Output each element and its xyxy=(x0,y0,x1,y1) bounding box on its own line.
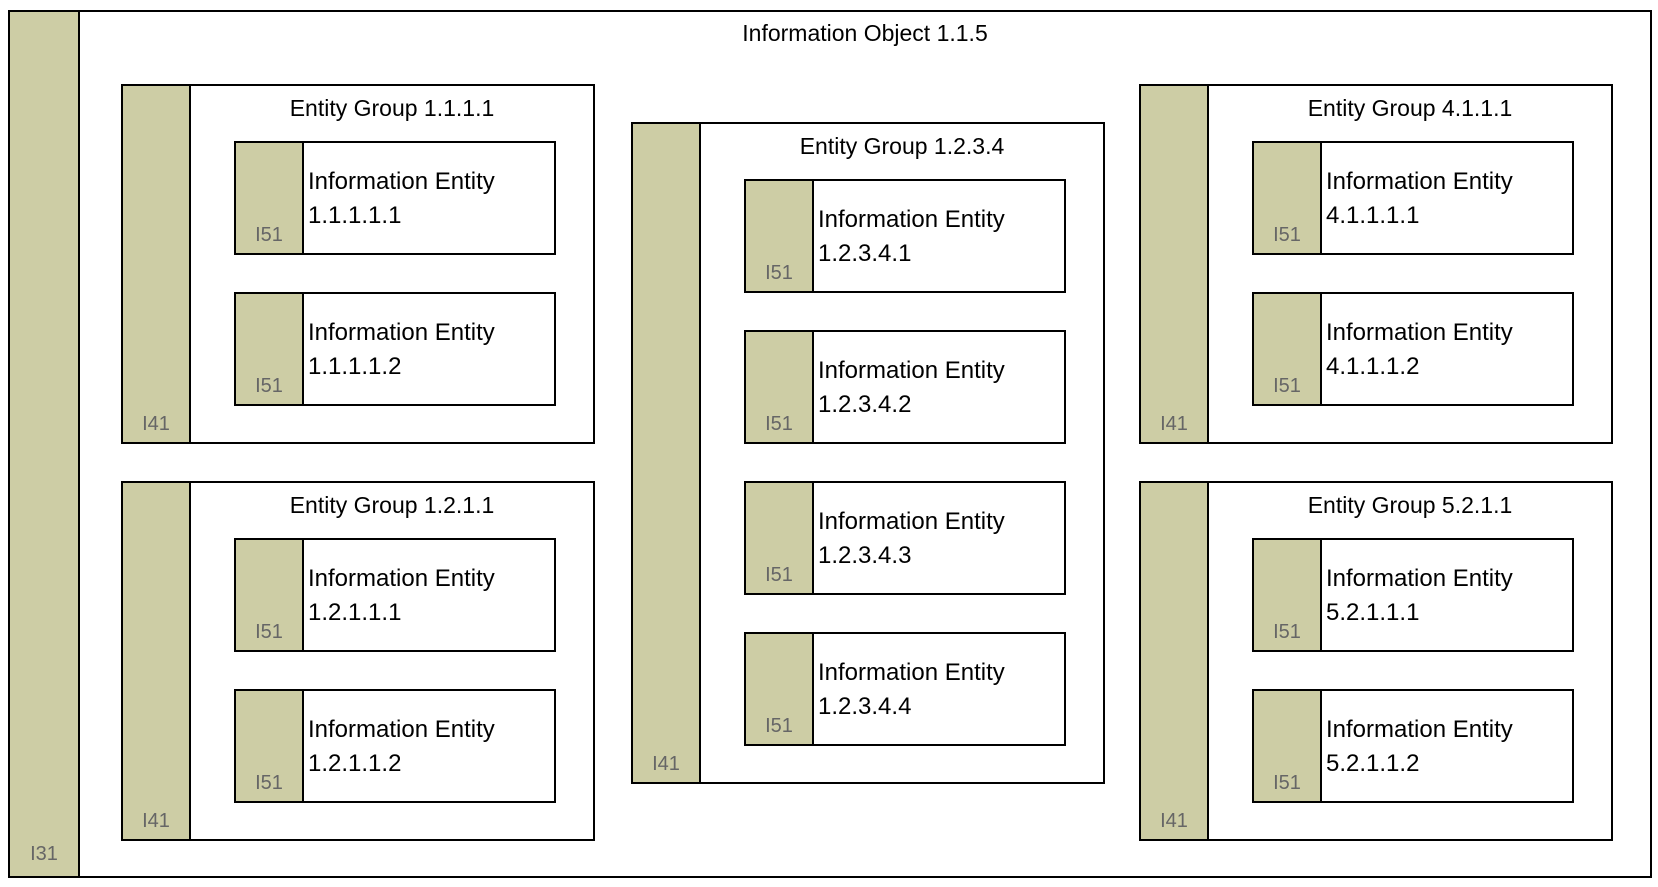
group-tag: I41 xyxy=(142,810,170,832)
entity-title: Information Entity 4.1.1.1.2 xyxy=(1326,319,1513,380)
entity-tag: I51 xyxy=(1273,621,1301,643)
group-tag: I41 xyxy=(142,413,170,435)
entity-tag: I51 xyxy=(765,715,793,737)
entity-title: Information Entity 4.1.1.1.1 xyxy=(1326,168,1513,229)
entity-strip: I51 xyxy=(746,332,814,442)
information-entity: I51 Information Entity 1.1.1.1.1 xyxy=(234,141,556,255)
entity-strip: I51 xyxy=(1254,143,1322,253)
group-title: Entity Group 1.2.3.4 xyxy=(799,133,1005,159)
information-entity: I51 Information Entity 5.2.1.1.1 xyxy=(1252,538,1574,652)
information-entity: I51 Information Entity 1.2.1.1.1 xyxy=(234,538,556,652)
entity-tag: I51 xyxy=(1273,772,1301,794)
information-entity: I51 Information Entity 1.2.1.1.2 xyxy=(234,689,556,803)
entity-title: Information Entity 1.2.1.1.1 xyxy=(308,565,495,626)
entity-tag: I51 xyxy=(255,224,283,246)
entity-strip: I51 xyxy=(746,181,814,291)
entity-strip: I51 xyxy=(1254,691,1322,801)
information-entity: I51 Information Entity 1.2.3.4.1 xyxy=(744,179,1066,293)
entity-strip: I51 xyxy=(236,294,304,404)
entity-tag: I51 xyxy=(1273,224,1301,246)
group-tag: I41 xyxy=(1160,810,1188,832)
information-entity: I51 Information Entity 4.1.1.1.1 xyxy=(1252,141,1574,255)
group-strip: I41 xyxy=(1141,483,1209,839)
entity-tag: I51 xyxy=(765,413,793,435)
entity-title: Information Entity 1.2.1.1.2 xyxy=(308,716,495,777)
entity-strip: I51 xyxy=(746,634,814,744)
entity-title: Information Entity 1.1.1.1.2 xyxy=(308,319,495,380)
information-entity: I51 Information Entity 1.1.1.1.2 xyxy=(234,292,556,406)
entity-strip: I51 xyxy=(236,691,304,801)
group-title: Entity Group 5.2.1.1 xyxy=(1307,492,1513,518)
entity-strip: I51 xyxy=(1254,294,1322,404)
entity-tag: I51 xyxy=(255,772,283,794)
entity-title: Information Entity 1.2.3.4.3 xyxy=(818,508,1005,569)
object-strip: I31 xyxy=(10,12,80,876)
group-strip: I41 xyxy=(123,483,191,839)
entity-tag: I51 xyxy=(255,621,283,643)
group-strip: I41 xyxy=(123,86,191,442)
entity-title: Information Entity 5.2.1.1.2 xyxy=(1326,716,1513,777)
entity-tag: I51 xyxy=(255,375,283,397)
information-entity: I51 Information Entity 1.2.3.4.3 xyxy=(744,481,1066,595)
entity-tag: I51 xyxy=(765,564,793,586)
entity-tag: I51 xyxy=(765,262,793,284)
group-tag: I41 xyxy=(1160,413,1188,435)
group-strip: I41 xyxy=(1141,86,1209,442)
group-tag: I41 xyxy=(652,753,680,775)
entity-strip: I51 xyxy=(236,143,304,253)
information-entity: I51 Information Entity 5.2.1.1.2 xyxy=(1252,689,1574,803)
information-entity: I51 Information Entity 1.2.3.4.2 xyxy=(744,330,1066,444)
object-title: Information Object 1.1.5 xyxy=(742,20,988,46)
entity-title: Information Entity 1.2.3.4.1 xyxy=(818,206,1005,267)
entity-title: Information Entity 1.2.3.4.4 xyxy=(818,659,1005,720)
entity-strip: I51 xyxy=(1254,540,1322,650)
entity-title: Information Entity 1.1.1.1.1 xyxy=(308,168,495,229)
group-title: Entity Group 4.1.1.1 xyxy=(1307,95,1513,121)
entity-strip: I51 xyxy=(746,483,814,593)
group-title: Entity Group 1.2.1.1 xyxy=(289,492,495,518)
entity-tag: I51 xyxy=(1273,375,1301,397)
group-title: Entity Group 1.1.1.1 xyxy=(289,95,495,121)
entity-title: Information Entity 5.2.1.1.1 xyxy=(1326,565,1513,626)
object-tag: I31 xyxy=(30,843,58,865)
group-strip: I41 xyxy=(633,124,701,782)
information-entity: I51 Information Entity 4.1.1.1.2 xyxy=(1252,292,1574,406)
entity-strip: I51 xyxy=(236,540,304,650)
information-entity: I51 Information Entity 1.2.3.4.4 xyxy=(744,632,1066,746)
entity-title: Information Entity 1.2.3.4.2 xyxy=(818,357,1005,418)
